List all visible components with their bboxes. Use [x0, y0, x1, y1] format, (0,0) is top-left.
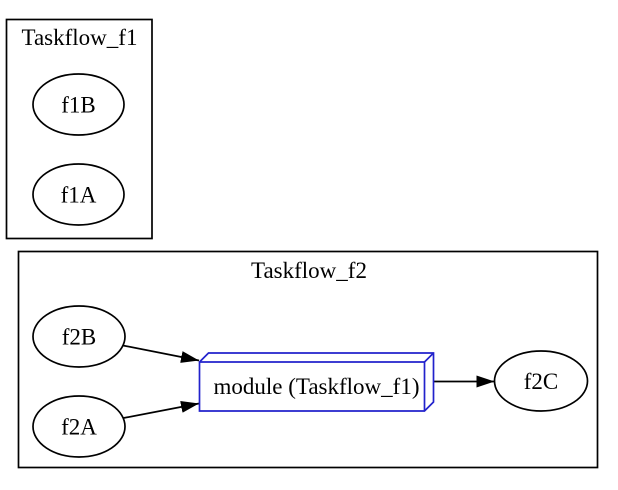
node-module-label: module (Taskflow_f1) [214, 374, 420, 399]
node-f2C-shape [493, 350, 589, 412]
cluster-taskflow-f2: Taskflow_f2 f2B f2A module (Taskflow_ [17, 250, 599, 469]
node-f1B-shape [32, 73, 125, 136]
node-f2A-label: f2A [61, 415, 97, 440]
cluster-taskflow-f2-border [17, 250, 599, 469]
node-f1B: f1B [32, 73, 125, 136]
node-f1A: f1A [32, 163, 125, 226]
cluster-taskflow-f1: Taskflow_f1 f1B f1A [5, 18, 153, 240]
cluster-taskflow-f1-title: Taskflow_f1 [22, 25, 138, 50]
node-f2A-shape [32, 395, 126, 458]
edges [122, 344, 495, 419]
node-f2A: f2A [32, 395, 126, 458]
node-f1A-shape [32, 163, 125, 226]
node-f2B-label: f2B [62, 325, 97, 350]
node-f2C-label: f2C [524, 369, 559, 394]
node-module: module (Taskflow_f1) [198, 352, 435, 412]
edge-f2B-to-module [122, 344, 200, 363]
node-f2C: f2C [493, 350, 589, 412]
cluster-taskflow-f2-title: Taskflow_f2 [251, 258, 367, 283]
cluster-taskflow-f1-border [5, 18, 153, 240]
node-f2B: f2B [32, 305, 126, 368]
node-f1A-label: f1A [61, 183, 97, 208]
node-f2B-shape [32, 305, 126, 368]
edge-f2A-to-module [123, 401, 200, 419]
node-module-box3d-corner-edge [423, 352, 435, 363]
node-f1B-label: f1B [61, 93, 96, 118]
